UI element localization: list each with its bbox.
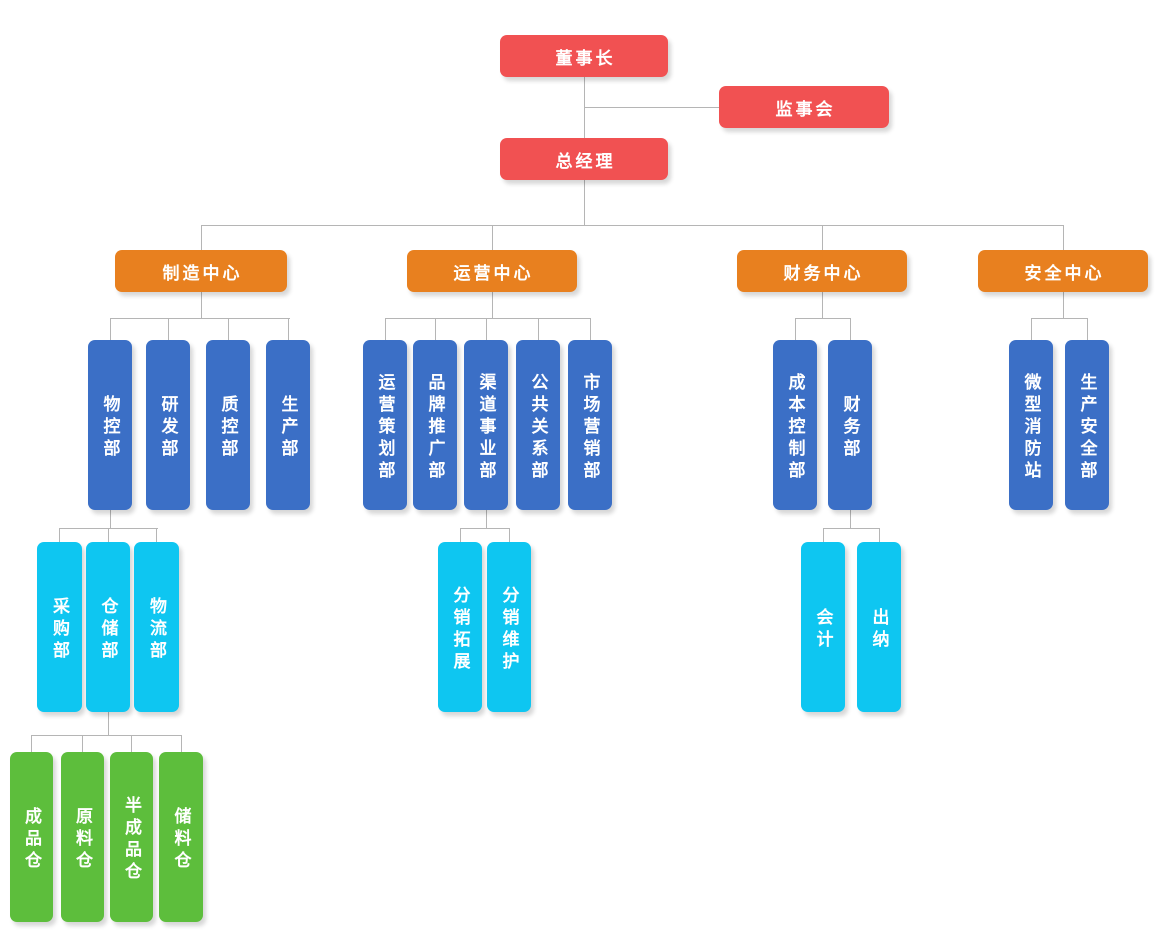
node-quality-control-dept: 质控部 bbox=[206, 340, 250, 510]
connector-line bbox=[1063, 292, 1064, 318]
connector-line bbox=[59, 528, 60, 542]
connector-line bbox=[492, 225, 493, 250]
connector-line bbox=[492, 292, 493, 318]
connector-line bbox=[460, 528, 510, 529]
node-operation-planning-dept: 运营策划部 bbox=[363, 340, 407, 510]
node-raw-material-warehouse: 原料仓 bbox=[61, 752, 104, 922]
node-cost-control-dept: 成本控制部 bbox=[773, 340, 817, 510]
connector-line bbox=[822, 225, 823, 250]
connector-line bbox=[1087, 318, 1088, 340]
node-material-control-dept: 物控部 bbox=[88, 340, 132, 510]
node-supervisory-board: 监事会 bbox=[719, 86, 889, 128]
connector-line bbox=[131, 735, 132, 752]
connector-line bbox=[538, 318, 539, 340]
node-marketing-dept: 市场营销部 bbox=[568, 340, 612, 510]
node-distribution-expansion: 分销拓展 bbox=[438, 542, 482, 712]
connector-line bbox=[823, 528, 880, 529]
connector-line bbox=[850, 510, 851, 528]
connector-line bbox=[108, 528, 109, 542]
node-semi-finished-warehouse: 半成品仓 bbox=[110, 752, 153, 922]
connector-line bbox=[228, 318, 229, 340]
connector-line bbox=[435, 318, 436, 340]
node-manufacturing-center: 制造中心 bbox=[115, 250, 287, 292]
connector-line bbox=[168, 318, 169, 340]
connector-line bbox=[850, 318, 851, 340]
node-finished-goods-warehouse: 成品仓 bbox=[10, 752, 53, 922]
connector-line bbox=[486, 318, 487, 340]
connector-line bbox=[795, 318, 851, 319]
node-production-safety-dept: 生产安全部 bbox=[1065, 340, 1109, 510]
connector-line bbox=[795, 318, 796, 340]
connector-line bbox=[110, 510, 111, 528]
connector-line bbox=[82, 735, 83, 752]
connector-line bbox=[385, 318, 591, 319]
connector-line bbox=[110, 318, 111, 340]
connector-line bbox=[385, 318, 386, 340]
connector-line bbox=[1031, 318, 1088, 319]
connector-line bbox=[288, 318, 289, 340]
connector-line bbox=[108, 712, 109, 735]
node-public-relations-dept: 公共关系部 bbox=[516, 340, 560, 510]
connector-line bbox=[201, 225, 202, 250]
connector-line bbox=[31, 735, 182, 736]
node-finance-dept: 财务部 bbox=[828, 340, 872, 510]
node-rd-dept: 研发部 bbox=[146, 340, 190, 510]
node-micro-fire-station: 微型消防站 bbox=[1009, 340, 1053, 510]
node-general-manager: 总经理 bbox=[500, 138, 668, 180]
connector-line bbox=[1063, 225, 1064, 250]
connector-line bbox=[110, 318, 290, 319]
node-chairman: 董事长 bbox=[500, 35, 668, 77]
connector-line bbox=[584, 180, 585, 225]
connector-line bbox=[181, 735, 182, 752]
connector-line bbox=[509, 528, 510, 542]
node-brand-promotion-dept: 品牌推广部 bbox=[413, 340, 457, 510]
connector-line bbox=[1031, 318, 1032, 340]
node-cashier: 出纳 bbox=[857, 542, 901, 712]
node-purchasing-dept: 采购部 bbox=[37, 542, 82, 712]
connector-line bbox=[584, 107, 721, 108]
node-warehousing-dept: 仓储部 bbox=[86, 542, 130, 712]
connector-line bbox=[201, 292, 202, 318]
node-finance-center: 财务中心 bbox=[737, 250, 907, 292]
node-distribution-maintenance: 分销维护 bbox=[487, 542, 531, 712]
connector-line bbox=[201, 225, 1064, 226]
node-production-dept: 生产部 bbox=[266, 340, 310, 510]
connector-line bbox=[156, 528, 157, 542]
node-safety-center: 安全中心 bbox=[978, 250, 1148, 292]
node-operations-center: 运营中心 bbox=[407, 250, 577, 292]
connector-line bbox=[590, 318, 591, 340]
connector-line bbox=[31, 735, 32, 752]
connector-line bbox=[486, 510, 487, 528]
connector-line bbox=[823, 528, 824, 542]
node-logistics-dept: 物流部 bbox=[134, 542, 179, 712]
connector-line bbox=[822, 292, 823, 318]
connector-line bbox=[879, 528, 880, 542]
node-accounting: 会计 bbox=[801, 542, 845, 712]
node-storage-warehouse: 储料仓 bbox=[159, 752, 203, 922]
node-channel-business-dept: 渠道事业部 bbox=[464, 340, 508, 510]
connector-line bbox=[460, 528, 461, 542]
